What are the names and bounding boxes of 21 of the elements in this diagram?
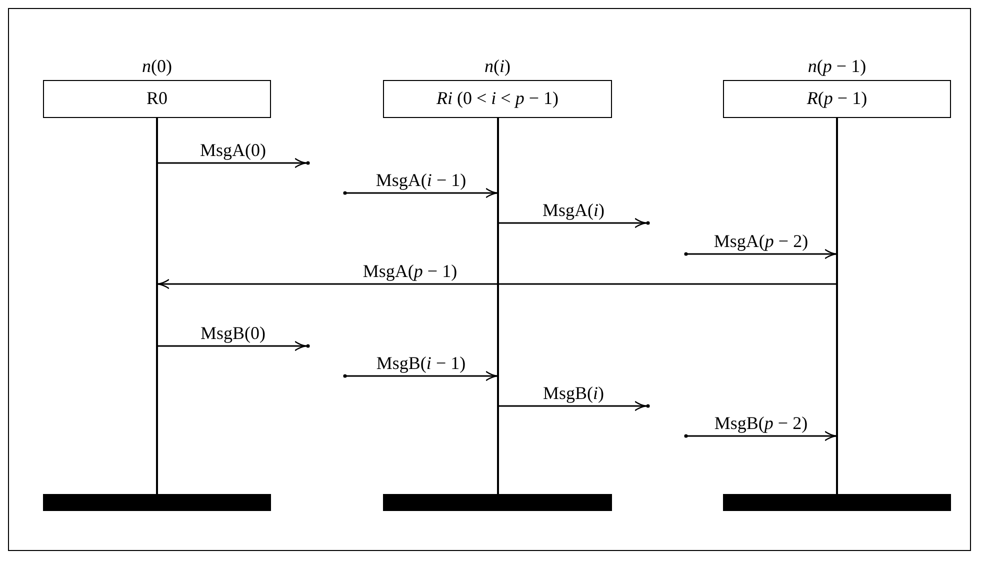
edge-label: MsgB(i − 1)	[375, 353, 467, 373]
edge-label: MsgA(0)	[199, 140, 267, 160]
participant-box: R(p − 1)	[723, 80, 951, 118]
lifeline	[497, 118, 499, 494]
edge-label: MsgB(p − 2)	[713, 413, 809, 433]
lifeline-end-bar	[723, 494, 951, 511]
participant-label: n(p − 1)	[806, 56, 868, 76]
participant-label: n(0)	[141, 56, 173, 76]
lifeline	[156, 118, 158, 494]
lifeline-end-bar	[383, 494, 612, 511]
edge-label: MsgB(0)	[199, 323, 266, 343]
lifeline	[836, 118, 838, 494]
edge-label: MsgA(i)	[541, 200, 606, 220]
lifeline-end-bar	[43, 494, 271, 511]
edge-label: MsgA(i − 1)	[374, 170, 468, 190]
participant-box: R0	[43, 80, 271, 118]
participant-box: Ri (0 < i < p − 1)	[383, 80, 612, 118]
edge-label: MsgB(i)	[542, 383, 606, 403]
participant-label: n(i)	[483, 56, 512, 76]
edge-label: MsgA(p − 1)	[362, 261, 458, 281]
edge-label: MsgA(p − 2)	[712, 231, 810, 251]
